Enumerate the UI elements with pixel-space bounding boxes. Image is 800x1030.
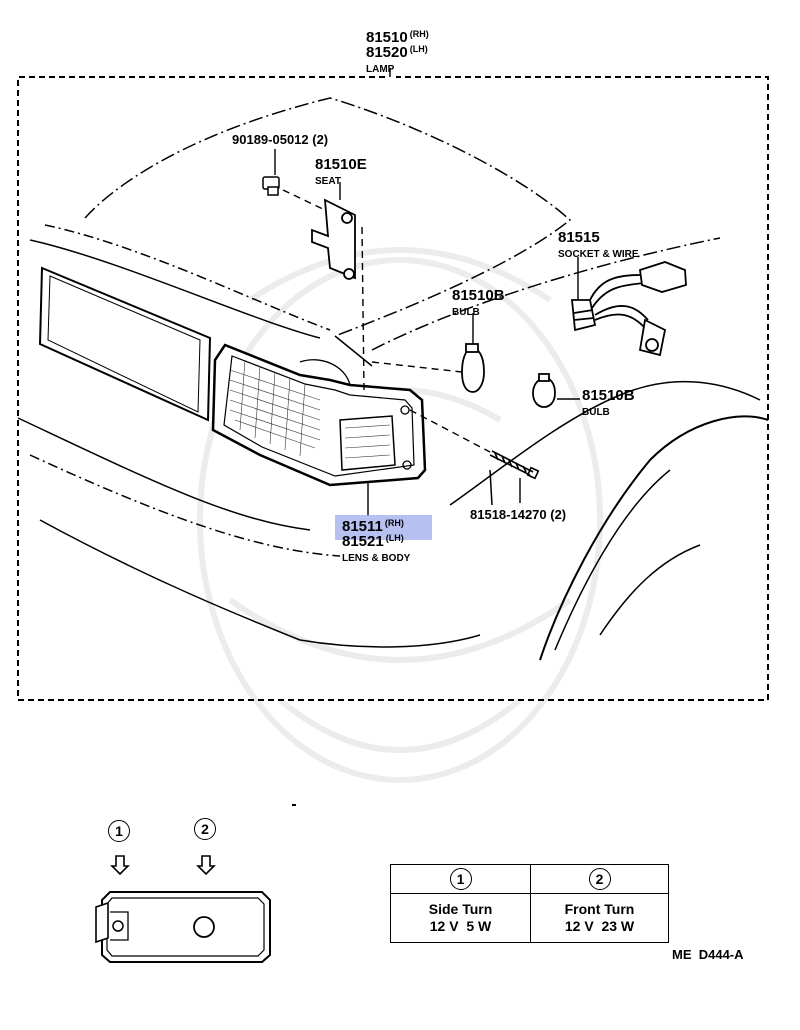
socket-number: 81515 <box>558 229 600 246</box>
assembly-dashed-lines <box>282 189 491 453</box>
seat-number: 81510E <box>315 156 367 173</box>
lens-rh-number: 81511 <box>342 518 383 535</box>
seat-bracket-part <box>311 198 356 280</box>
watermark-logo <box>197 247 603 783</box>
legend-arrows <box>110 855 216 876</box>
screw-label[interactable]: 90189-05012 (2) <box>232 133 328 146</box>
bolt-part <box>489 450 540 480</box>
lamp-rh-tag: (RH) <box>409 29 429 39</box>
bulb-main-number: 81510B <box>452 287 505 304</box>
socket-name: SOCKET & WIRE <box>558 249 639 260</box>
seat-name: SEAT <box>315 176 341 187</box>
spec-num-1: 1 <box>449 868 472 890</box>
bolt-label[interactable]: 81518-14270 (2) <box>470 508 566 521</box>
selected-part-highlight <box>335 515 432 540</box>
spec-header-1: 1 <box>390 864 531 894</box>
lens-name: LENS & BODY <box>342 553 411 564</box>
lamp-name: LAMP <box>366 64 395 75</box>
spec-header-2: 2 <box>530 864 669 894</box>
seat-label[interactable]: 81510E SEAT <box>315 157 367 187</box>
spec-cell-2: Front Turn 12 V 23 W <box>530 893 669 943</box>
screw-number: 90189-05012 (2) <box>232 132 329 147</box>
spec-num-2: 2 <box>588 868 611 890</box>
lamp-lh-number: 81520 <box>366 44 408 61</box>
bulb-small-name: BULB <box>582 407 610 418</box>
lens-body-part <box>211 343 427 487</box>
lamp-rh-number: 81510 <box>366 29 408 46</box>
bulb-main-name: BULB <box>452 307 480 318</box>
spec-rating-2: 12 V 23 W <box>564 918 635 934</box>
bulb-main-part <box>461 343 485 393</box>
lamp-lh-tag: (LH) <box>409 44 428 54</box>
screw-part <box>262 176 280 196</box>
lens-rh-tag: (RH) <box>384 518 404 528</box>
socket-wire-part <box>571 261 687 357</box>
bulb-spec-table: 1 2 Side Turn 12 V 5 W Front Turn 12 V 2… <box>390 864 669 943</box>
bulb-small-number: 81510B <box>582 387 635 404</box>
assembly-boundary <box>17 76 769 701</box>
lamp-sketch <box>95 891 271 963</box>
spec-rating-1: 12 V 5 W <box>429 918 492 934</box>
figure-code: ME D444-A <box>672 947 744 962</box>
lens-lh-tag: (LH) <box>385 533 404 543</box>
bulb-small-label[interactable]: 81510B BULB <box>582 388 635 418</box>
lens-body-label[interactable]: 81511(RH) 81521(LH) LENS & BODY <box>342 519 410 564</box>
leader-lines <box>274 149 580 516</box>
bolt-number: 81518-14270 (2) <box>470 507 567 522</box>
lamp-label[interactable]: 81510(RH) 81520(LH) LAMP <box>366 30 429 75</box>
legend-marker-2: 2 <box>194 818 216 840</box>
spec-name-2: Front Turn <box>564 901 635 918</box>
spec-cell-1: Side Turn 12 V 5 W <box>390 893 531 943</box>
car-body-outline <box>17 97 769 661</box>
bulb-main-label[interactable]: 81510B BULB <box>452 288 505 318</box>
lens-lh-number: 81521 <box>342 533 384 550</box>
bulb-small-part <box>532 373 556 408</box>
spec-name-1: Side Turn <box>428 901 493 918</box>
socket-label[interactable]: 81515 SOCKET & WIRE <box>558 230 639 260</box>
legend-marker-1: 1 <box>108 820 130 842</box>
